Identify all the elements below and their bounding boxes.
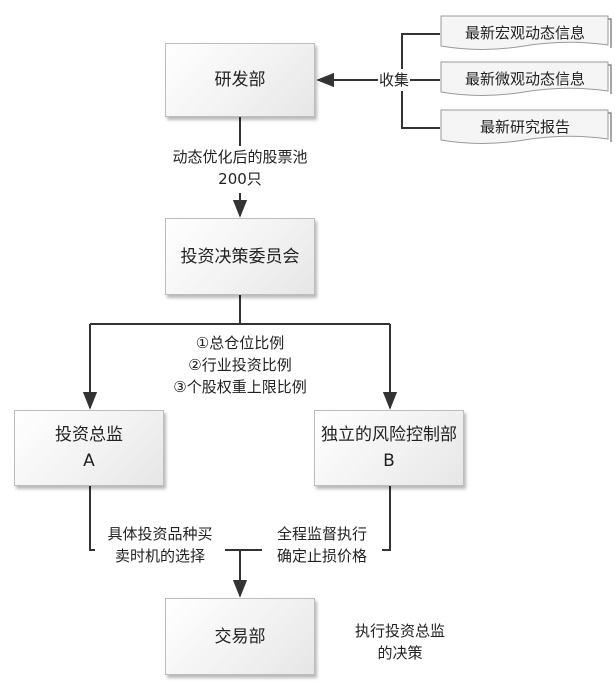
trading-note-line1: 执行投资总监 [354,622,445,640]
stock-pool-line1: 动态优化后的股票池 [172,148,308,166]
director-edge-line1: 具体投资品种买 [107,525,213,543]
investment-committee-box: 投资决策委员会 [165,218,315,295]
document-shape-icon [440,61,612,96]
stock-pool-line2: 200只 [218,170,262,188]
source-research-report: 最新研究报告 [440,109,612,144]
trading-department-label: 交易部 [214,626,266,647]
risk-edge-line1: 全程监督执行 [276,525,367,543]
director-edge-label: 具体投资品种买 卖时机的选择 [95,523,225,567]
source-research-label: 最新研究报告 [479,117,570,136]
document-shape-icon [440,15,612,50]
risk-control-code: B [383,451,395,471]
risk-edge-label: 全程监督执行 确定止损价格 [262,523,382,567]
investment-committee-label: 投资决策委员会 [180,246,300,267]
rd-department-label: 研发部 [214,70,266,90]
document-shape-icon [440,109,612,144]
ratio-item-3: ③个股权重上限比例 [173,378,307,396]
rd-department-box: 研发部 [165,43,315,117]
investment-director-code: A [83,451,95,471]
trading-note-line2: 的决策 [377,644,423,662]
stock-pool-label: 动态优化后的股票池 200只 [150,146,330,190]
risk-edge-line2: 确定止损价格 [276,547,367,565]
collect-label: 收集 [379,69,410,91]
trading-department-box: 交易部 [165,598,315,675]
source-macro-info: 最新宏观动态信息 [440,15,612,50]
ratio-list-label: ①总仓位比例 ②行业投资比例 ③个股权重上限比例 [160,332,320,398]
trading-note-label: 执行投资总监 的决策 [335,620,465,664]
ratio-item-2: ②行业投资比例 [188,356,292,374]
investment-director-box: 投资总监 A [14,410,164,486]
source-micro-info: 最新微观动态信息 [440,61,612,96]
investment-director-label: 投资总监 [55,425,123,445]
source-macro-label: 最新宏观动态信息 [464,23,585,42]
director-edge-line2: 卖时机的选择 [114,547,205,565]
risk-control-label: 独立的风险控制部 [321,425,457,445]
source-micro-label: 最新微观动态信息 [464,69,585,88]
ratio-item-1: ①总仓位比例 [195,334,285,352]
risk-control-box: 独立的风险控制部 B [314,410,464,486]
